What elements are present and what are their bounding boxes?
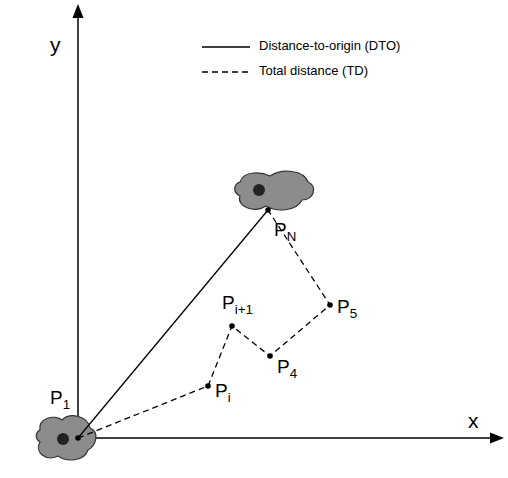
track-point xyxy=(267,353,273,359)
point-label: Pi xyxy=(215,381,231,404)
cell-nucleus xyxy=(57,433,69,445)
label-main: P xyxy=(337,296,350,317)
label-main: P xyxy=(215,380,228,401)
td-path xyxy=(78,210,330,438)
x-axis-arrowhead xyxy=(490,433,504,444)
legend-sample xyxy=(202,46,250,47)
label-subscript: i xyxy=(228,390,231,405)
point-label: P5 xyxy=(337,297,357,320)
label-main: P xyxy=(274,219,287,240)
label-main: P xyxy=(50,387,63,408)
cell-nucleus xyxy=(253,184,265,196)
label-subscript: 4 xyxy=(290,366,297,381)
cell-end xyxy=(235,171,314,210)
label-subscript: N xyxy=(287,229,297,244)
track-point xyxy=(327,302,333,308)
y-axis xyxy=(77,14,79,440)
label-subscript: 5 xyxy=(350,306,357,321)
label-subscript: i+1 xyxy=(235,302,253,317)
track-point xyxy=(75,435,81,441)
track-point xyxy=(265,207,271,213)
dto-line xyxy=(78,210,268,438)
track-point xyxy=(205,383,211,389)
point-label: PN xyxy=(274,220,296,243)
legend-text: Total distance (TD) xyxy=(259,64,368,77)
point-label: P4 xyxy=(277,357,297,380)
cell-start xyxy=(36,416,96,460)
label-main: P xyxy=(277,356,290,377)
track-point xyxy=(229,323,235,329)
axis-label: y xyxy=(50,34,61,55)
y-axis-arrowhead xyxy=(73,4,84,18)
point-label: P1 xyxy=(50,388,70,411)
point-label: Pi+1 xyxy=(222,293,253,316)
label-main: P xyxy=(222,292,235,313)
axis-label: x xyxy=(468,410,479,431)
label-subscript: 1 xyxy=(63,397,70,412)
legend-text: Distance-to-origin (DTO) xyxy=(259,39,400,52)
x-axis xyxy=(76,437,494,439)
legend-sample xyxy=(202,71,250,72)
